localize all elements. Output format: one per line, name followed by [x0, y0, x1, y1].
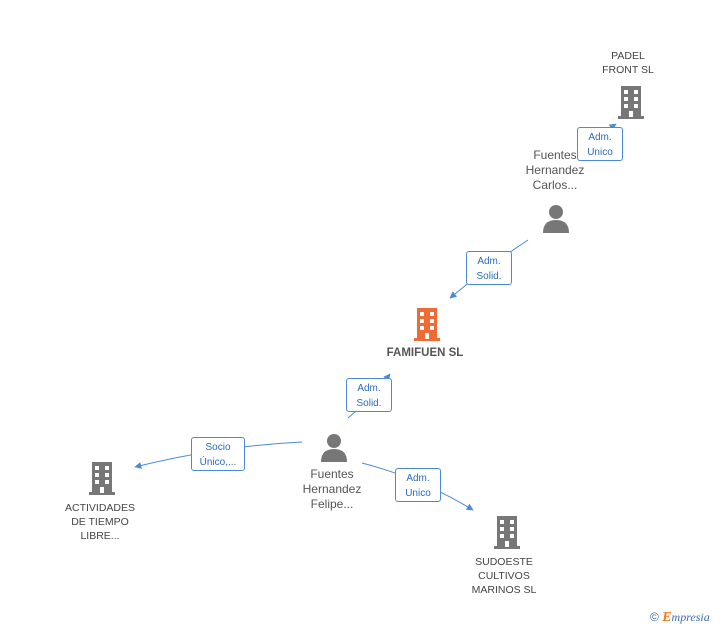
copyright-symbol: ©: [650, 610, 659, 624]
edge-badge-felipe-sudoeste[interactable]: Adm. Unico: [395, 468, 441, 502]
edge-badge-felipe-actividades[interactable]: Socio Único,...: [191, 437, 245, 471]
node-label-person-carlos[interactable]: Fuentes Hernandez Carlos...: [525, 148, 585, 192]
footer-brand: © Empresia: [650, 610, 710, 626]
building-icon[interactable]: [615, 84, 647, 120]
building-icon[interactable]: [411, 306, 443, 342]
person-icon[interactable]: [541, 203, 571, 233]
node-label-person-felipe[interactable]: Fuentes Hernandez Felipe...: [302, 467, 362, 511]
node-label-sudoeste[interactable]: SUDOESTE CULTIVOS MARINOS SL: [471, 556, 537, 596]
edge-badge-carlos-famifuen[interactable]: Adm. Solid.: [466, 251, 512, 285]
edge-badge-felipe-famifuen[interactable]: Adm. Solid.: [346, 378, 392, 412]
person-icon[interactable]: [319, 432, 349, 462]
node-label-padel[interactable]: PADEL FRONT SL: [602, 50, 654, 76]
node-label-actividades[interactable]: ACTIVIDADES DE TIEMPO LIBRE...: [64, 502, 135, 542]
edge-badge-carlos-padel[interactable]: Adm. Unico: [577, 127, 623, 161]
building-icon[interactable]: [491, 514, 523, 550]
building-icon[interactable]: [86, 460, 118, 496]
node-label-famifuen[interactable]: FAMIFUEN SL: [386, 347, 464, 359]
empresia-logo: Empresia: [662, 610, 710, 625]
